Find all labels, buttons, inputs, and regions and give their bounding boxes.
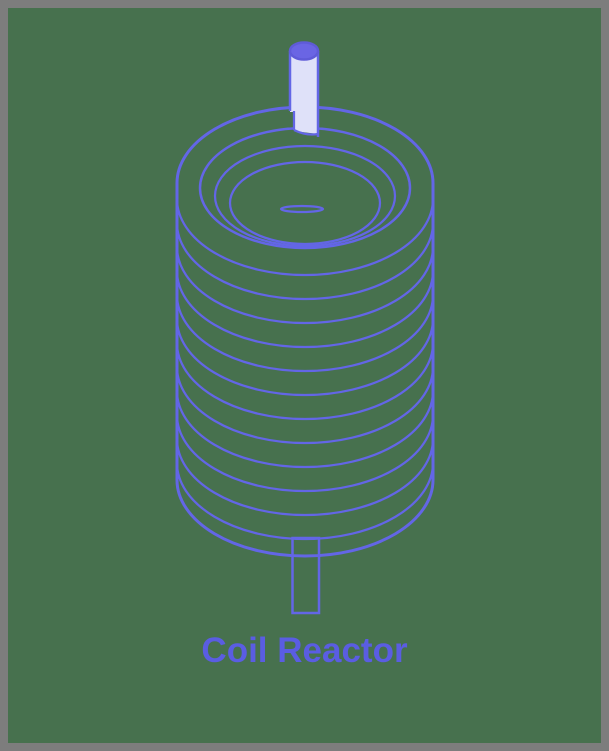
- coil-turn-line: [175, 342, 435, 421]
- tube-end-edge: [293, 128, 319, 136]
- coil-turn-line: [175, 294, 435, 373]
- coil-turn-line: [175, 390, 435, 469]
- coil-turn-line: [175, 462, 435, 541]
- coil-turn-line: [175, 246, 435, 325]
- inner-turn-ring-1: [213, 144, 397, 248]
- innermost-turn-sliver: [279, 204, 325, 214]
- diagram-caption: Coil Reactor: [201, 631, 408, 670]
- top-inlet-pipe: [288, 41, 320, 137]
- coil-turn-line: [175, 222, 435, 301]
- coil-turn-line: [175, 366, 435, 445]
- coil-turn-line: [175, 438, 435, 517]
- coil-turn-line: [175, 270, 435, 349]
- coil-turn-line: [175, 414, 435, 493]
- top-pipe-notch: [294, 108, 318, 134]
- coil-body: [175, 105, 435, 558]
- coil-turn-line: [175, 318, 435, 397]
- coil-turn-line: [175, 198, 435, 277]
- bottom-pipe-body: [291, 536, 321, 615]
- bottom-outlet-pipe: [291, 536, 321, 615]
- top-pipe-cap: [288, 41, 320, 61]
- inner-turn-ring-2: [228, 160, 382, 246]
- coil-turn-lines: [175, 198, 435, 541]
- coil-top-opening: [198, 126, 412, 250]
